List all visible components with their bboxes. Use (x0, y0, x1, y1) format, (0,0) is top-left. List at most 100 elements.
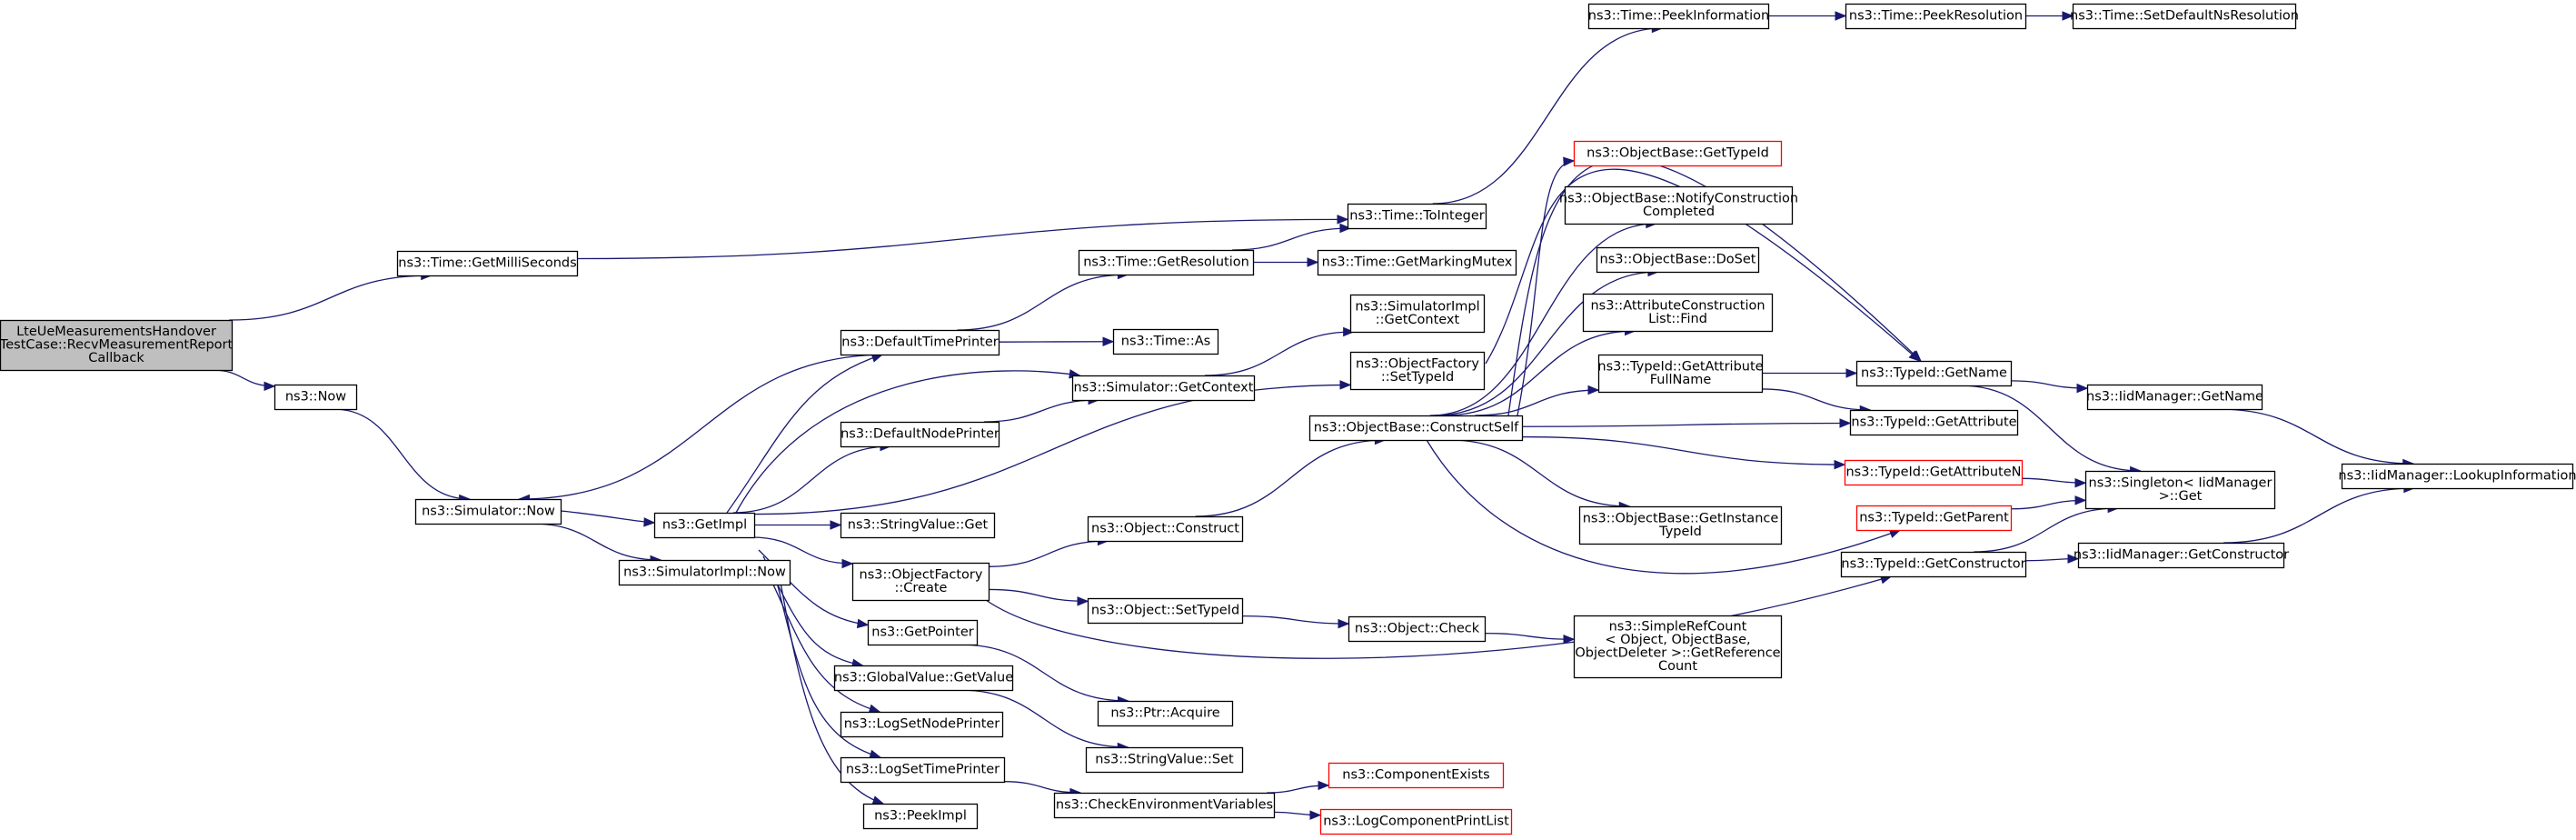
node-box[interactable] (1844, 459, 2024, 486)
function-node-objcheck[interactable]: ns3::Object::Check (1348, 615, 1487, 643)
function-node-timetoint[interactable]: ns3::Time::ToInteger (1347, 203, 1487, 230)
function-node-ofcreate[interactable]: ns3::ObjectFactory::Create (851, 562, 990, 602)
function-node-getimpl[interactable]: ns3::GetImpl (653, 512, 756, 539)
node-box[interactable] (1573, 615, 1783, 679)
function-node-defnode[interactable]: ns3::DefaultNodePrinter (840, 421, 1000, 448)
function-node-logsetnode[interactable]: ns3::LogSetNodePrinter (840, 711, 1004, 738)
function-node-tidgetattrn[interactable]: ns3::TypeId::GetAttributeN (1844, 459, 2024, 486)
function-node-peekimpl[interactable]: ns3::PeekImpl (862, 803, 979, 830)
function-node-root[interactable]: LteUeMeasurementsHandoverTestCase::RecvM… (0, 319, 234, 372)
node-box[interactable] (840, 421, 1000, 448)
node-box[interactable] (1112, 328, 1219, 355)
node-box[interactable] (1085, 746, 1244, 774)
function-node-ofsettypeid[interactable]: ns3::ObjectFactory::SetTypeId (1349, 351, 1486, 391)
function-node-tidgetname[interactable]: ns3::TypeId::GetName (1855, 360, 2013, 387)
function-node-logsettime[interactable]: ns3::LogSetTimePrinter (840, 756, 1006, 784)
function-node-checkenv[interactable]: ns3::CheckEnvironmentVariables (1053, 792, 1276, 819)
function-node-simimplnow[interactable]: ns3::SimulatorImpl::Now (618, 559, 791, 586)
node-box[interactable] (653, 512, 756, 539)
function-node-logcompprint[interactable]: ns3::LogComponentPrintList (1319, 808, 1513, 835)
node-box[interactable] (1347, 203, 1487, 230)
node-box[interactable] (1087, 515, 1244, 543)
node-box[interactable] (0, 319, 234, 372)
function-node-simnow[interactable]: ns3::Simulator::Now (414, 498, 562, 525)
function-node-iidgetctor[interactable]: ns3::IidManager::GetConstructor (2074, 542, 2289, 569)
node-box[interactable] (851, 562, 990, 602)
function-node-iidlookup[interactable]: ns3::IidManager::LookupInformation (2338, 463, 2576, 490)
node-box[interactable] (1587, 3, 1770, 30)
function-node-compexists[interactable]: ns3::ComponentExists (1328, 762, 1505, 789)
node-box[interactable] (2086, 384, 2263, 411)
node-box[interactable] (1855, 505, 2013, 532)
function-node-setdefns[interactable]: ns3::Time::SetDefaultNsResolution (2070, 3, 2299, 30)
node-box[interactable] (274, 384, 358, 411)
node-box[interactable] (1078, 249, 1255, 276)
node-box[interactable] (1582, 293, 1774, 333)
node-box[interactable] (1087, 597, 1244, 625)
node-box[interactable] (1071, 375, 1256, 402)
node-box[interactable] (1319, 808, 1513, 835)
node-box[interactable] (1348, 615, 1487, 643)
function-node-timeas[interactable]: ns3::Time::As (1112, 328, 1219, 355)
function-node-obnotify[interactable]: ns3::ObjectBase::NotifyConstructionCompl… (1559, 185, 1798, 225)
node-box[interactable] (1840, 551, 2027, 578)
function-node-gvgetvalue[interactable]: ns3::GlobalValue::GetValue (833, 665, 1014, 692)
node-box[interactable] (2072, 3, 2297, 30)
node-box[interactable] (396, 250, 579, 277)
node-box[interactable] (414, 498, 562, 525)
function-node-ptracquire[interactable]: ns3::Ptr::Acquire (1097, 700, 1234, 727)
node-box[interactable] (1317, 249, 1517, 276)
function-node-peekres[interactable]: ns3::Time::PeekResolution (1845, 3, 2027, 30)
node-box[interactable] (1849, 409, 2019, 436)
function-node-simplerefcount[interactable]: ns3::SimpleRefCount< Object, ObjectBase,… (1573, 615, 1783, 679)
node-box[interactable] (1349, 351, 1486, 391)
node-box[interactable] (1328, 762, 1505, 789)
function-node-obdoset[interactable]: ns3::ObjectBase::DoSet (1596, 246, 1760, 274)
node-box[interactable] (1097, 700, 1234, 727)
function-node-objsettypeid[interactable]: ns3::Object::SetTypeId (1087, 597, 1244, 625)
function-node-now[interactable]: ns3::Now (274, 384, 358, 411)
node-box[interactable] (1855, 360, 2013, 387)
function-node-strset[interactable]: ns3::StringValue::Set (1085, 746, 1244, 774)
node-box[interactable] (840, 512, 996, 539)
function-node-simimplgetctx[interactable]: ns3::SimulatorImpl::GetContext (1349, 294, 1486, 334)
node-box[interactable] (867, 619, 979, 646)
node-box[interactable] (862, 803, 979, 830)
function-node-getmilli[interactable]: ns3::Time::GetMilliSeconds (396, 250, 579, 277)
node-box[interactable] (833, 665, 1014, 692)
node-box[interactable] (1845, 3, 2027, 30)
function-node-obgettypeid[interactable]: ns3::ObjectBase::GetTypeId (1573, 140, 1783, 167)
node-box[interactable] (1564, 185, 1794, 225)
function-node-strget[interactable]: ns3::StringValue::Get (840, 512, 996, 539)
function-node-simgetctx[interactable]: ns3::Simulator::GetContext (1071, 375, 1256, 402)
function-node-tidgetctor[interactable]: ns3::TypeId::GetConstructor (1840, 551, 2027, 578)
function-node-iidgetname[interactable]: ns3::IidManager::GetName (2086, 384, 2263, 411)
node-box[interactable] (1596, 246, 1760, 274)
function-node-peekinfo[interactable]: ns3::Time::PeekInformation (1587, 3, 1770, 30)
function-node-tidgetparent[interactable]: ns3::TypeId::GetParent (1855, 505, 2013, 532)
node-box[interactable] (1597, 354, 1764, 394)
function-node-getpointer[interactable]: ns3::GetPointer (867, 619, 979, 646)
function-node-objconstruct[interactable]: ns3::Object::Construct (1087, 515, 1244, 543)
node-box[interactable] (840, 329, 1000, 356)
function-node-timegetmutex[interactable]: ns3::Time::GetMarkingMutex (1317, 249, 1517, 276)
function-node-deftime[interactable]: ns3::DefaultTimePrinter (840, 329, 1000, 356)
node-box[interactable] (2077, 542, 2285, 569)
function-node-timegetres[interactable]: ns3::Time::GetResolution (1078, 249, 1255, 276)
node-box[interactable] (618, 559, 791, 586)
function-node-tidgetattr[interactable]: ns3::TypeId::GetAttribute (1849, 409, 2019, 436)
node-box[interactable] (2084, 470, 2276, 510)
node-box[interactable] (1349, 294, 1486, 334)
node-box[interactable] (2341, 463, 2574, 490)
node-box[interactable] (1308, 415, 1524, 442)
node-box[interactable] (840, 756, 1006, 784)
function-node-obconstructself[interactable]: ns3::ObjectBase::ConstructSelf (1308, 415, 1524, 442)
node-box[interactable] (1573, 140, 1783, 167)
node-box[interactable] (840, 711, 1004, 738)
node-box[interactable] (1053, 792, 1276, 819)
function-node-singletonget[interactable]: ns3::Singleton< IidManager >::Get (2084, 470, 2276, 510)
node-box[interactable] (1578, 505, 1783, 545)
